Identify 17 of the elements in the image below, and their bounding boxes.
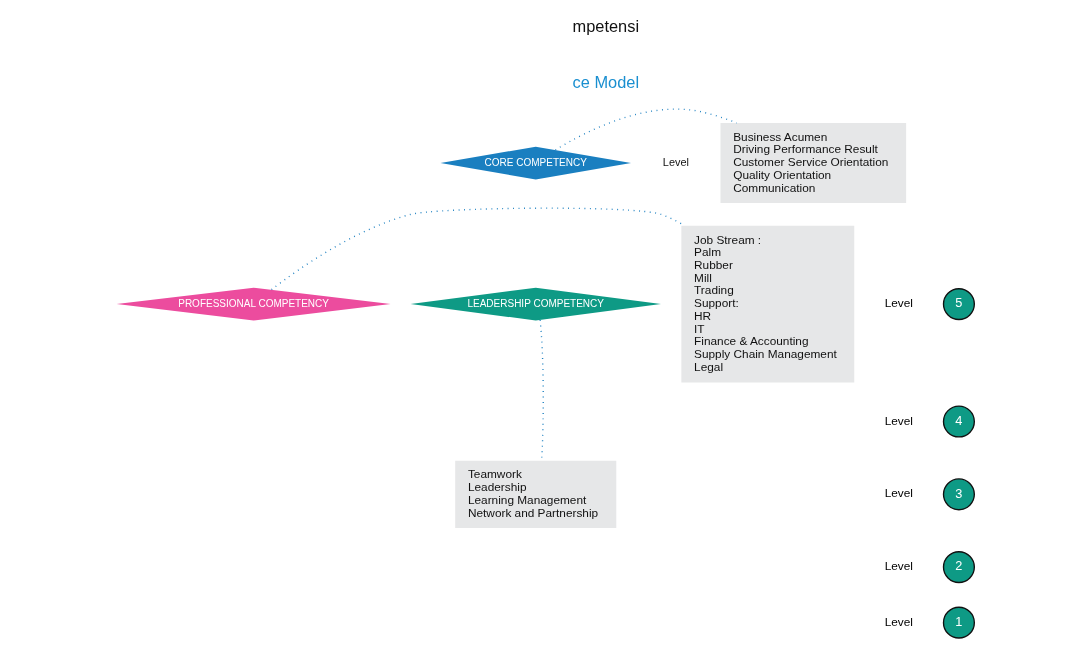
node-box: Job Stream : Palm Rubber Mill Trading Support: HR IT Finance & Accounting Supply Chain Management Legal: [681, 225, 855, 383]
node-label: Level: [884, 486, 913, 501]
node-circle: 2: [942, 551, 975, 584]
label: mpetensi: [572, 17, 640, 36]
node-circle: 3: [942, 478, 975, 511]
node-box: Business Acumen Driving Performance Result Customer Service Orientation Quality Orientation Communication: [720, 123, 907, 204]
connector: [554, 108, 738, 151]
node-label: Level: [884, 614, 913, 629]
node-box: Teamwork Leadership Learning Management Network and Partnership: [455, 460, 617, 528]
label: ce Model: [572, 72, 640, 91]
node-circle: 4: [942, 405, 975, 438]
label: Level: [662, 155, 689, 168]
node-label: Level: [884, 559, 913, 574]
node-circle: 5: [942, 288, 975, 321]
node-circle: 1: [942, 606, 975, 639]
node-label: Level: [884, 296, 913, 311]
node-label: Level: [884, 413, 913, 428]
